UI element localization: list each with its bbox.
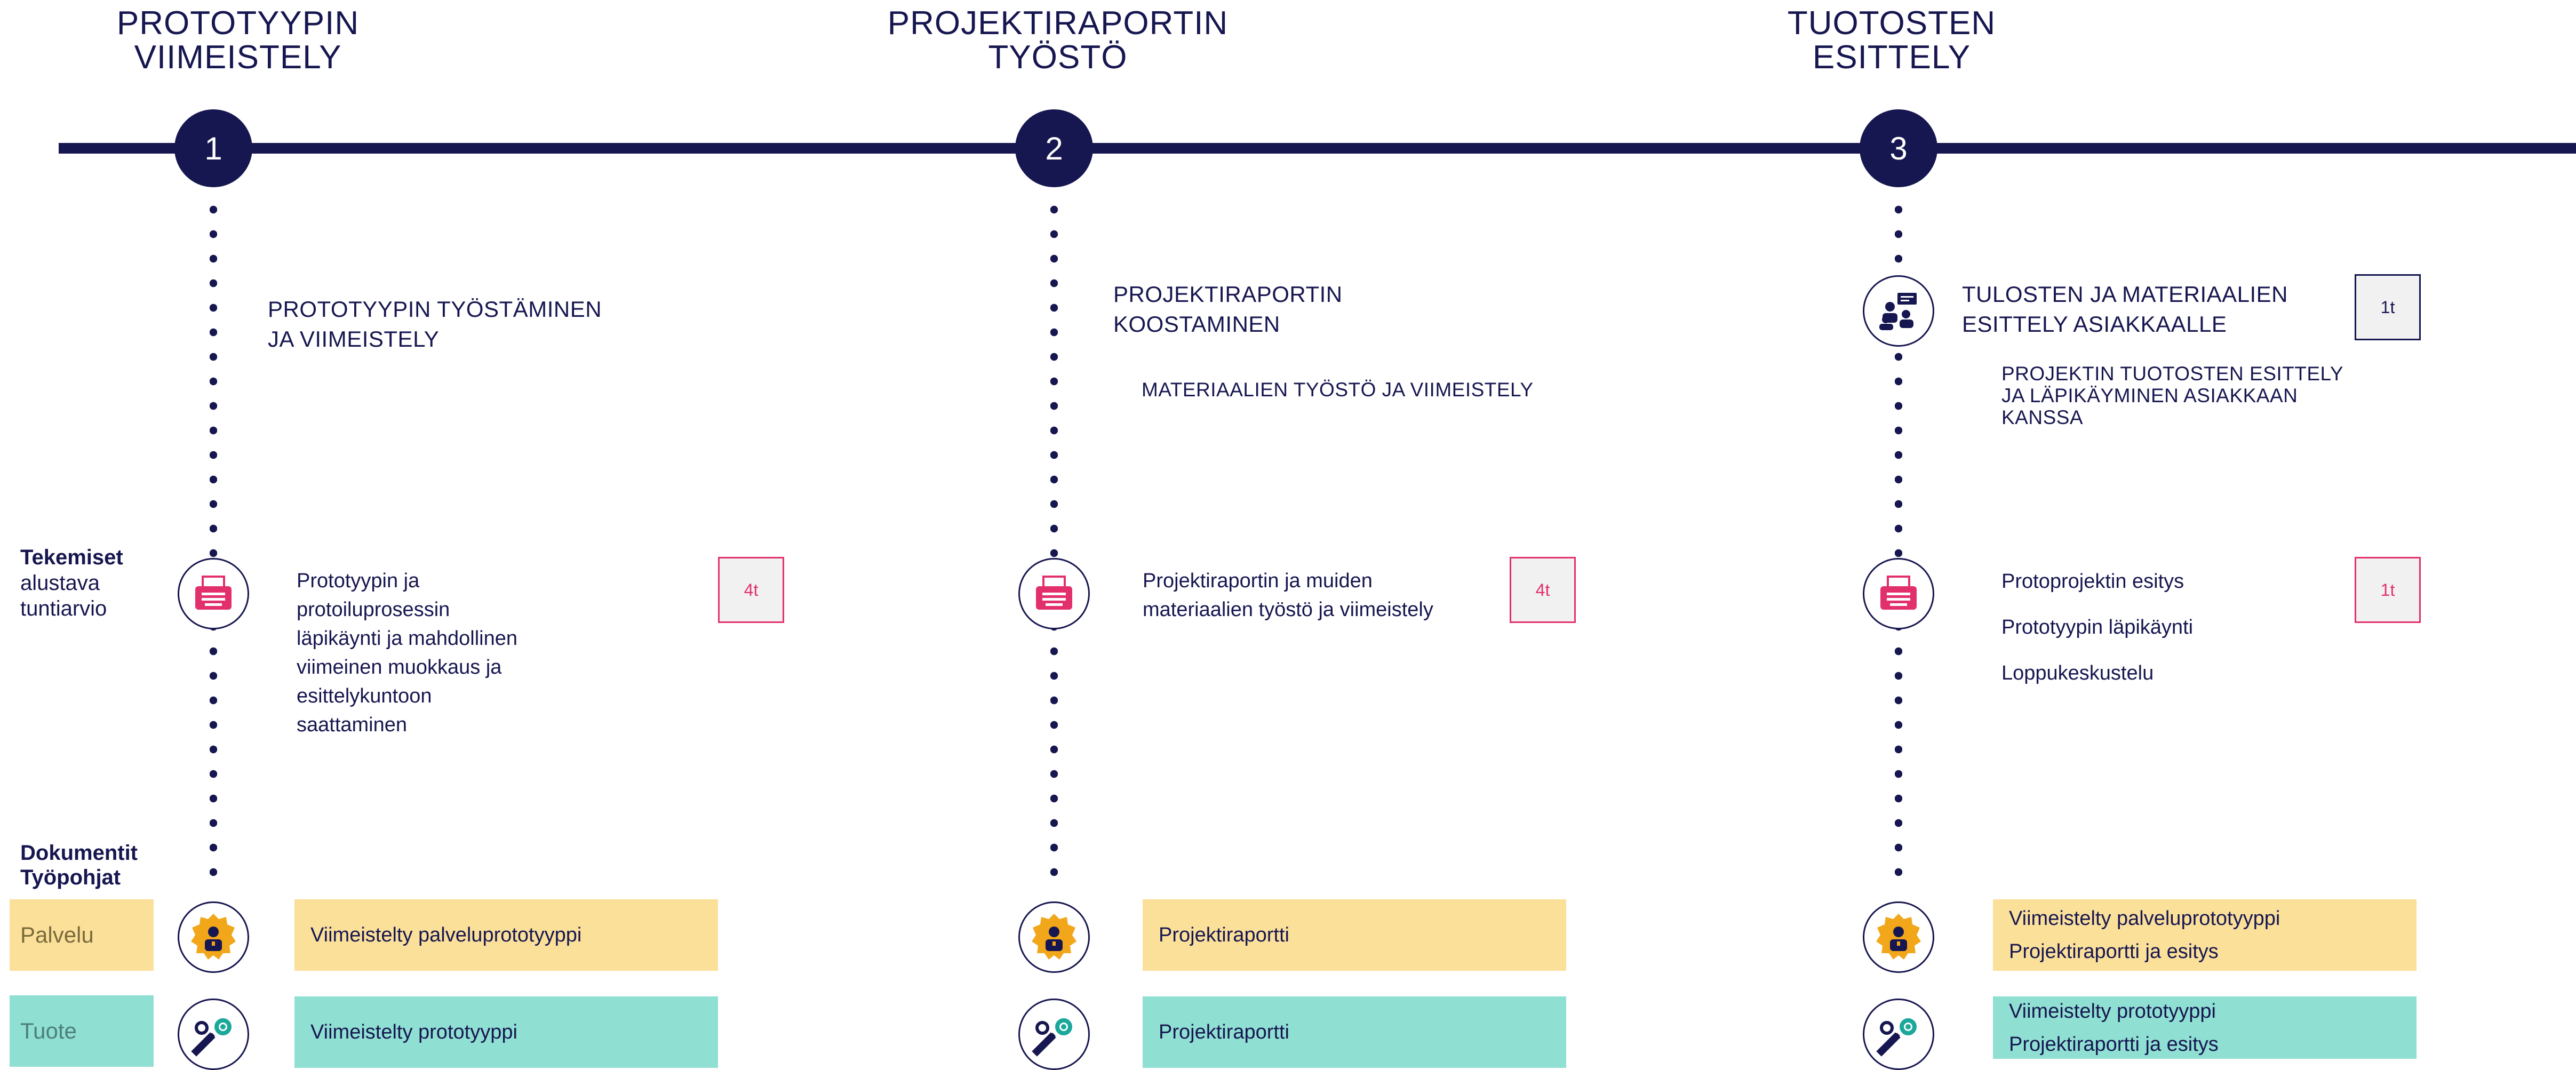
tekemiset-label: Tekemiset xyxy=(20,546,123,569)
phase-3-tuote-icon-circle xyxy=(1863,999,1934,1070)
phase-1-heading: PROTOTYYPIN TYÖSTÄMINEN JA VIIMEISTELY xyxy=(268,297,602,352)
phase-2-title: PROJEKTIRAPORTIN TYÖSTÖ xyxy=(887,5,1229,76)
phase-3-palvelu-doc-2: Projektiraportti ja esitys xyxy=(2009,940,2219,963)
phase-2-task-icon-circle xyxy=(1018,558,1090,629)
wrench-gear-icon xyxy=(191,1018,232,1057)
tyopohjat-label: Työpohjat xyxy=(20,866,121,889)
phase-1-tuote-docs: Viimeistelty prototyyppi xyxy=(294,996,718,1068)
category-tuote: Tuote xyxy=(10,995,154,1067)
phase-2-tuote-doc-1: Projektiraportti xyxy=(1159,1021,1289,1043)
phase-1-task: Prototyypin ja protoiluprosessin läpikäy… xyxy=(297,570,518,736)
phase-3-subtext: PROJEKTIN TUOTOSTEN ESITTELY JA LÄPIKÄYM… xyxy=(2001,363,2344,428)
phase-3-palvelu-icon-circle xyxy=(1863,901,1934,973)
phase-3-tuote-doc-2: Projektiraportti ja esitys xyxy=(2009,1033,2219,1056)
wrench-gear-icon xyxy=(1876,1018,1917,1057)
phase-3-task-2: Prototyypin läpikäynti xyxy=(2001,616,2194,638)
phase-1-tuote-doc-1: Viimeistelty prototyyppi xyxy=(310,1021,517,1043)
phase-3-task-hours: 1t xyxy=(2355,557,2421,623)
tekemiset-sub-tuntiarvio: tuntiarvio xyxy=(20,597,107,620)
phase-1-palvelu-doc-1: Viimeistelty palveluprototyyppi xyxy=(310,924,582,946)
dokumentit-label: Dokumentit xyxy=(20,841,138,865)
phase-3-heading: TULOSTEN JA MATERIAALIEN ESITTELY ASIAKK… xyxy=(1962,282,2288,337)
phase-1-dotted-connector xyxy=(210,197,217,880)
phase-3-palvelu-docs: Viimeistelty palveluprototyyppi Projekti… xyxy=(1993,899,2417,971)
phase-1-palvelu-icon-circle xyxy=(178,901,249,973)
category-palvelu: Palvelu xyxy=(10,899,154,971)
phase-2-palvelu-icon-circle xyxy=(1018,901,1090,973)
phase-3-heading-hours: 1t xyxy=(2355,274,2421,340)
tekemiset-sub-alustava: alustava xyxy=(20,571,100,595)
category-tuote-label: Tuote xyxy=(20,1018,77,1043)
phase-2-palvelu-docs: Projektiraportti xyxy=(1143,899,1566,971)
phase-3-title: TUOTOSTEN ESITTELY xyxy=(1787,5,1996,76)
wrench-gear-icon xyxy=(1032,1018,1072,1057)
phase-3-dotted-connector xyxy=(1895,197,1902,880)
typewriter-icon xyxy=(195,576,232,610)
phase-1-palvelu-docs: Viimeistelty palveluprototyyppi xyxy=(294,899,718,971)
phase-2-task: Projektiraportin ja muiden materiaalien … xyxy=(1143,570,1433,621)
phase-2-heading: PROJEKTIRAPORTIN KOOSTAMINEN xyxy=(1113,282,1343,337)
phase-1-task-hours: 4t xyxy=(718,557,784,623)
phase-2-subtext: MATERIAALIEN TYÖSTÖ JA VIIMEISTELY xyxy=(1142,379,1534,401)
step-3-marker: 3 xyxy=(1860,109,1937,187)
typewriter-icon xyxy=(1036,576,1072,610)
phase-3-task-icon-circle xyxy=(1863,558,1934,629)
phase-1-title: PROTOTYYPIN VIIMEISTELY xyxy=(116,5,360,76)
phase-2-dotted-connector xyxy=(1050,197,1058,880)
timeline-line xyxy=(59,143,2576,154)
service-person-badge-icon xyxy=(191,914,236,960)
phase-2-tuote-icon-circle xyxy=(1018,999,1090,1070)
phase-1-tuote-icon-circle xyxy=(178,999,249,1070)
phase-3-palvelu-doc-1: Viimeistelty palveluprototyyppi xyxy=(2009,907,2280,930)
service-person-badge-icon xyxy=(1876,914,1921,960)
typewriter-icon xyxy=(1880,576,1917,610)
phase-3-heading-icon-circle xyxy=(1863,275,1934,347)
step-2-marker: 2 xyxy=(1015,109,1093,187)
phase-2-palvelu-doc-1: Projektiraportti xyxy=(1159,924,1289,946)
phase-1-task-icon-circle xyxy=(178,558,249,629)
phase-3-task-3: Loppukeskustelu xyxy=(2001,662,2154,684)
phase-2-tuote-docs: Projektiraportti xyxy=(1143,996,1566,1068)
step-1-marker: 1 xyxy=(174,109,252,187)
phase-3-tuote-doc-1: Viimeistelty prototyyppi xyxy=(2009,1000,2216,1023)
category-palvelu-label: Palvelu xyxy=(20,922,94,947)
phase-3-task-1: Protoprojektin esitys xyxy=(2001,570,2184,593)
phase-3-tuote-docs: Viimeistelty prototyyppi Projektiraportt… xyxy=(1993,996,2417,1059)
phase-2-task-hours: 4t xyxy=(1510,557,1576,623)
service-person-badge-icon xyxy=(1032,914,1076,960)
presentation-meeting-icon xyxy=(1879,293,1917,330)
